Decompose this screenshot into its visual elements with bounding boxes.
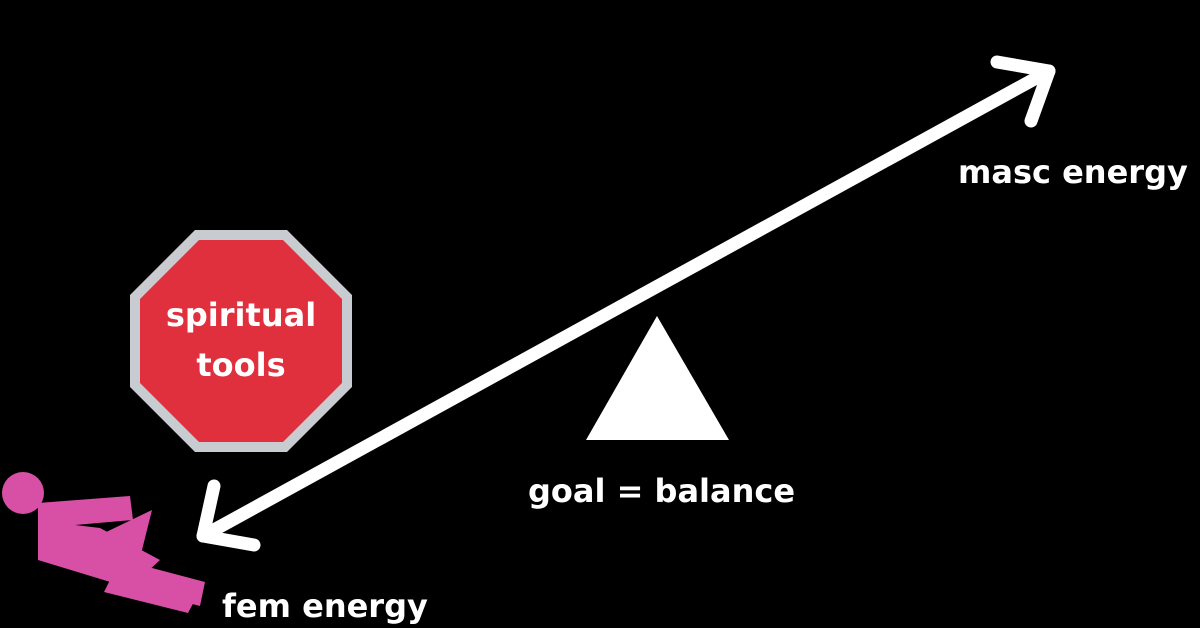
masc-energy-label: masc energy <box>958 153 1188 191</box>
stop-sign-face <box>140 240 342 442</box>
double-arrow-icon <box>196 55 1056 552</box>
person-icon <box>2 472 205 613</box>
fem-energy-label: fem energy <box>222 587 428 625</box>
person-skirt <box>100 510 152 590</box>
person-leg-upper <box>116 560 205 606</box>
person-head <box>2 472 44 514</box>
arrow-shaft <box>196 64 1056 543</box>
person-leg-lower <box>104 576 196 613</box>
stop-sign-label: spiritual tools <box>130 230 352 452</box>
goal-balance-label: goal = balance <box>528 472 796 510</box>
fulcrum-triangle-icon <box>586 316 729 440</box>
arrow-head-right <box>990 55 1056 128</box>
arrow-head-left <box>196 479 261 552</box>
stop-sign-line-2: tools <box>196 346 286 384</box>
stop-sign-line-1: spiritual <box>165 296 317 335</box>
stop-sign-icon <box>130 230 352 452</box>
